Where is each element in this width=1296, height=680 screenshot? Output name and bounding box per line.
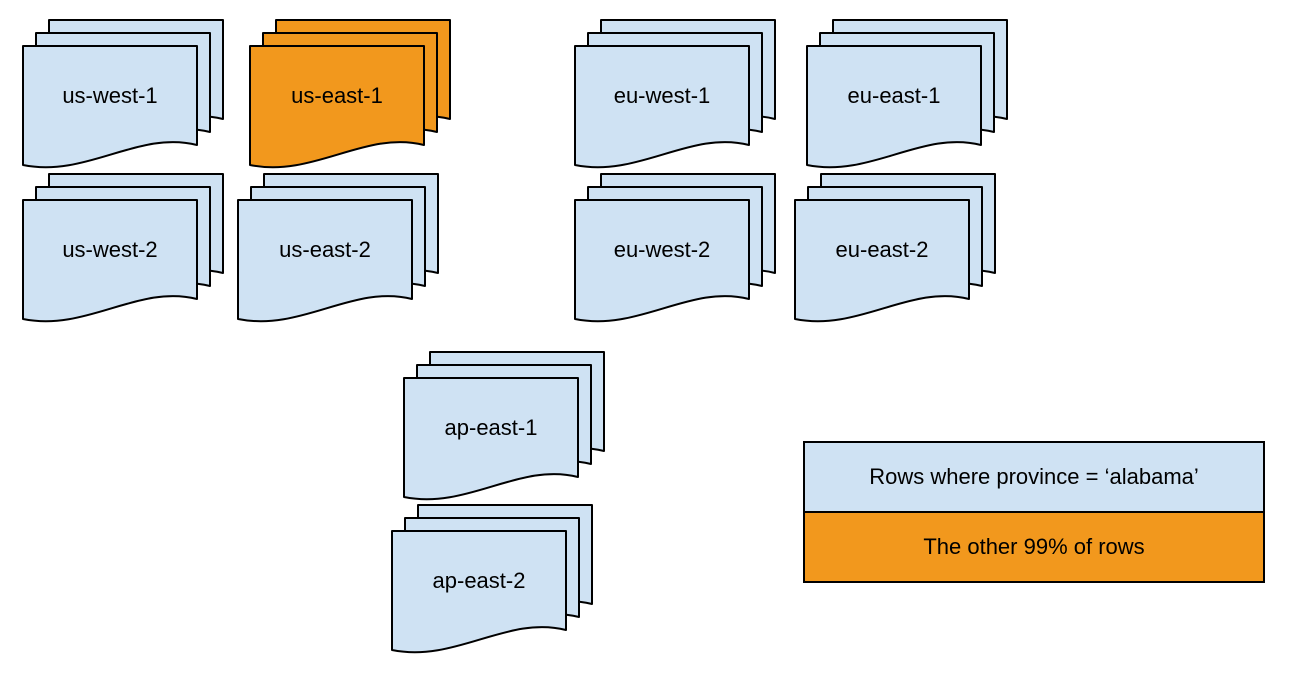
- region-stack-eu-east-2: eu-east-2: [793, 172, 997, 324]
- document-page-front-icon: [573, 198, 751, 324]
- document-page-front-icon: [402, 376, 580, 502]
- legend-item-label: Rows where province = ‘alabama’: [869, 464, 1199, 489]
- region-stack-eu-west-2: eu-west-2: [573, 172, 777, 324]
- region-stack-ap-east-1: ap-east-1: [402, 350, 606, 502]
- region-stack-us-west-1: us-west-1: [21, 18, 225, 170]
- document-page-front-icon: [793, 198, 971, 324]
- document-page-front-icon: [573, 44, 751, 170]
- document-page-front-icon: [248, 44, 426, 170]
- region-stack-eu-west-1: eu-west-1: [573, 18, 777, 170]
- legend-item-label: The other 99% of rows: [923, 534, 1145, 559]
- document-page-front-icon: [21, 44, 199, 170]
- legend-item-other-rows: The other 99% of rows: [805, 511, 1263, 581]
- legend: Rows where province = ‘alabama’ The othe…: [803, 441, 1265, 583]
- region-stack-us-east-1: us-east-1: [248, 18, 452, 170]
- region-stack-us-west-2: us-west-2: [21, 172, 225, 324]
- document-page-front-icon: [805, 44, 983, 170]
- document-page-front-icon: [21, 198, 199, 324]
- region-stack-ap-east-2: ap-east-2: [390, 503, 594, 655]
- document-page-front-icon: [390, 529, 568, 655]
- region-stack-eu-east-1: eu-east-1: [805, 18, 1009, 170]
- legend-item-alabama-rows: Rows where province = ‘alabama’: [805, 443, 1263, 511]
- region-stack-us-east-2: us-east-2: [236, 172, 440, 324]
- document-page-front-icon: [236, 198, 414, 324]
